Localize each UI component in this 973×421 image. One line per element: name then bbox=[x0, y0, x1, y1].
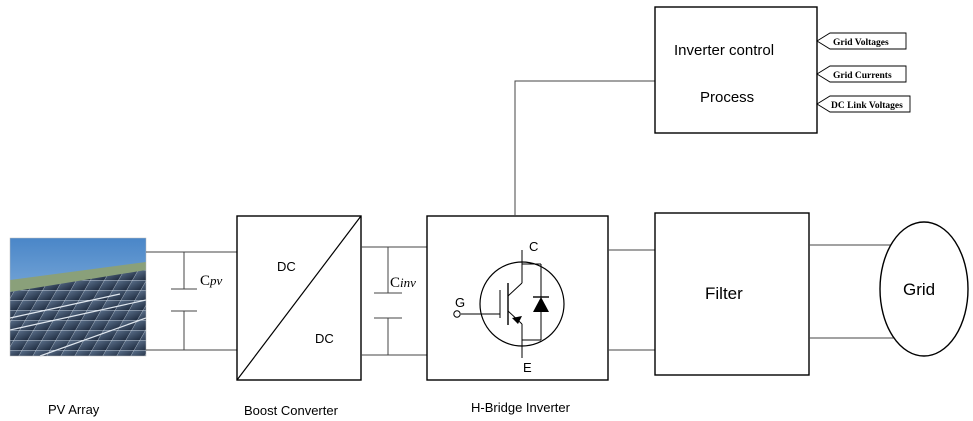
svg-text:Grid Voltages: Grid Voltages bbox=[833, 38, 889, 48]
boost-converter-block bbox=[236, 215, 362, 381]
inverter-control-block bbox=[654, 6, 818, 134]
control-input-grid-voltages: Grid Voltages bbox=[816, 32, 907, 50]
boost-converter-label: Boost Converter bbox=[244, 403, 339, 418]
filter-label: Filter bbox=[705, 284, 743, 303]
inverter-filter-wiring bbox=[608, 249, 655, 351]
grid-label: Grid bbox=[903, 280, 935, 299]
pv-array-label: PV Array bbox=[48, 402, 100, 417]
filter-grid-wiring bbox=[809, 244, 897, 339]
svg-text:DC Link Voltages: DC Link Voltages bbox=[831, 101, 903, 111]
pv-wiring bbox=[146, 251, 237, 351]
pv-array-image bbox=[9, 237, 147, 357]
control-line1: Inverter control bbox=[674, 42, 774, 59]
control-line2: Process bbox=[700, 89, 754, 106]
h-bridge-inverter-label: H-Bridge Inverter bbox=[471, 400, 571, 415]
filter-block bbox=[654, 212, 810, 376]
h-bridge-inverter-block bbox=[426, 215, 609, 381]
boost-dc-bottom: DC bbox=[315, 331, 334, 346]
cinv-label: Cinv bbox=[390, 275, 416, 291]
terminal-c-label: C bbox=[529, 239, 538, 254]
cpv-label: Cpv bbox=[200, 273, 223, 289]
grid-circle bbox=[879, 221, 969, 357]
dc-link-wiring bbox=[361, 246, 427, 356]
control-input-grid-currents: Grid Currents bbox=[816, 65, 907, 83]
terminal-e-label: E bbox=[523, 360, 532, 375]
terminal-g-label: G bbox=[455, 295, 465, 310]
svg-text:Grid Currents: Grid Currents bbox=[833, 71, 892, 81]
control-signal-line bbox=[514, 80, 655, 216]
control-input-dc-link-voltages: DC Link Voltages bbox=[816, 95, 911, 113]
boost-dc-top: DC bbox=[277, 259, 296, 274]
